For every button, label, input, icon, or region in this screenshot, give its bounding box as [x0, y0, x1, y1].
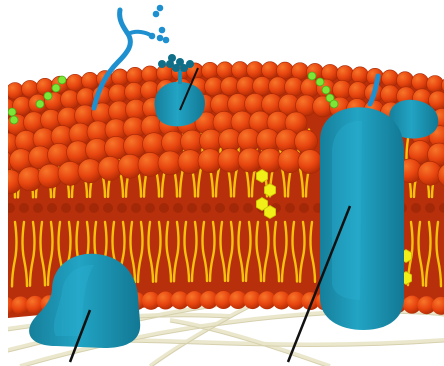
lipid-inner-shadow [425, 203, 435, 213]
lipid-head [82, 72, 99, 89]
lipid-head [217, 62, 234, 79]
lipid-head [0, 84, 9, 101]
glycolipid-bead [36, 100, 44, 108]
glycan-bead [168, 54, 176, 62]
glycan-bead [159, 27, 166, 34]
lipid-head [247, 62, 264, 79]
lipid-head [202, 62, 219, 79]
glycan-bead [149, 33, 156, 40]
cholesterol-ring [256, 170, 267, 183]
lipid-head [352, 67, 369, 84]
lipid-inner-shadow [47, 203, 57, 213]
glycan-beads [149, 5, 194, 72]
glycan-bead [163, 37, 170, 44]
glycan-bead [176, 58, 184, 66]
glycan-bead [157, 35, 164, 42]
glycolipid-bead [316, 78, 324, 86]
glycolipid-bead [330, 100, 338, 108]
lipid-head [67, 74, 84, 91]
lipid-head [112, 69, 129, 86]
lipid-inner-shadow [145, 203, 155, 213]
lipid-inner-shadow [159, 203, 169, 213]
lipid-inner-shadow [5, 203, 15, 213]
lipid-inner-shadow [19, 203, 29, 213]
glycolipid-bead [8, 108, 16, 116]
glycolipid-bead [44, 92, 52, 100]
lipid-inner-shadow [89, 203, 99, 213]
lipid-inner-shadow [299, 203, 309, 213]
cholesterol-ring [264, 206, 275, 219]
glycolipid-bead [10, 116, 18, 124]
lipid-inner-shadow [285, 203, 295, 213]
lipid-inner-shadow [215, 203, 225, 213]
lipid-head [322, 64, 339, 81]
lipid-head [142, 66, 159, 83]
glycolipid-bead [52, 84, 60, 92]
cholesterol-ring [264, 184, 275, 197]
lipid-head [295, 130, 318, 153]
glycan-bead [186, 60, 194, 68]
lipid-head [427, 75, 444, 92]
lipid-head [232, 62, 249, 79]
lipid-inner-shadow [131, 203, 141, 213]
glycolipid-bead [308, 72, 316, 80]
lipid-inner-shadow [187, 203, 197, 213]
glycolipid-bead [322, 86, 330, 94]
lipid-inner-shadow [411, 203, 421, 213]
glycan-bead [153, 11, 160, 18]
lipid-head [412, 74, 429, 91]
lipid-inner-shadow [117, 203, 127, 213]
lipid-inner-shadow [61, 203, 71, 213]
glycolipid-bead [58, 76, 66, 84]
glycan-bead [157, 5, 164, 12]
lipid-inner-shadow [243, 203, 253, 213]
cytoskeleton-filament [110, 340, 444, 344]
lipid-head [298, 150, 322, 174]
lipid-inner-shadow [229, 203, 239, 213]
lipid-head [397, 72, 414, 89]
lipid-head [262, 62, 279, 79]
lipid-inner-shadow [33, 203, 43, 213]
lipid-head [277, 62, 294, 79]
lipid-head [382, 70, 399, 87]
lipid-inner-shadow [75, 203, 85, 213]
lipid-head [127, 67, 144, 84]
lipid-head [337, 66, 354, 83]
glycan-bead [158, 60, 166, 68]
lipid-inner-shadow [201, 203, 211, 213]
glycan-branch-left [128, 32, 152, 36]
lipid-inner-shadow [173, 203, 183, 213]
lipid-inner-shadow [103, 203, 113, 213]
